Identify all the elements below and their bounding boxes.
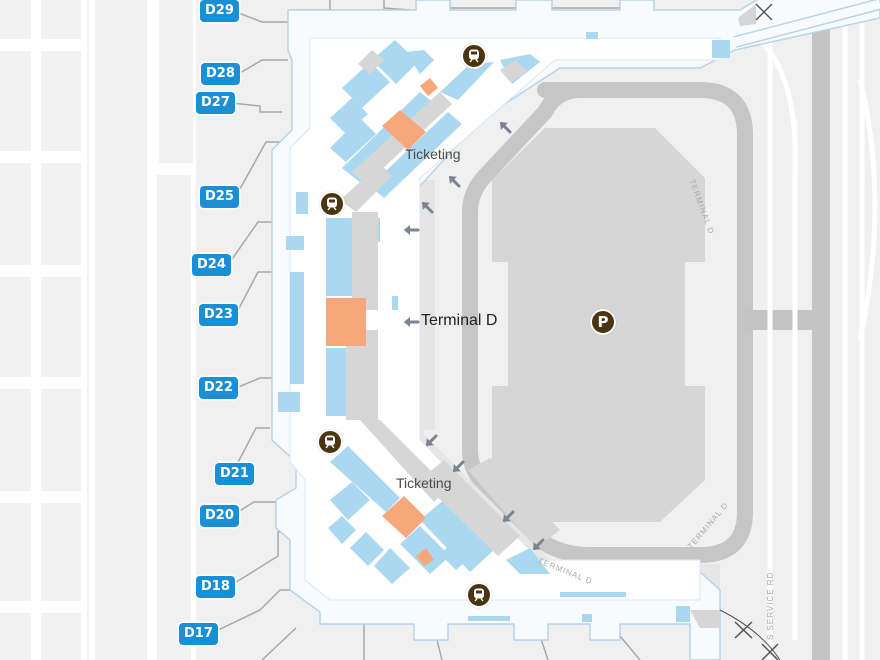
direction-arrows xyxy=(404,122,545,550)
skylink-train-west-upper[interactable] xyxy=(319,191,345,217)
garage-recess-left xyxy=(488,262,508,386)
skylink-track-south xyxy=(719,609,781,660)
train-icon xyxy=(325,435,335,449)
skylink-train-north[interactable] xyxy=(461,43,487,69)
label-terminal-d: Terminal D xyxy=(421,312,498,329)
gate-d18[interactable]: D18 xyxy=(196,576,235,598)
parking-poi[interactable]: P xyxy=(590,309,616,335)
gate-d17[interactable]: D17 xyxy=(179,623,218,645)
gate-d22[interactable]: D22 xyxy=(199,377,238,399)
highlight-areas[interactable] xyxy=(326,78,438,566)
road-label-service-rd: S SERVICE RD xyxy=(766,571,775,640)
freeway xyxy=(812,0,830,660)
parking-icon: P xyxy=(597,312,609,331)
gate-d27[interactable]: D27 xyxy=(196,92,235,114)
gate-d21[interactable]: D21 xyxy=(215,463,254,485)
rail-crossings xyxy=(734,3,779,660)
gate-d29[interactable]: D29 xyxy=(200,0,239,22)
jet-bridges xyxy=(213,0,641,660)
service-roads xyxy=(758,0,878,660)
gate-d25[interactable]: D25 xyxy=(200,186,239,208)
label-ticketing-north: Ticketing xyxy=(405,146,461,162)
train-icon xyxy=(327,197,337,211)
train-icon xyxy=(469,49,479,63)
back-of-house xyxy=(340,4,756,628)
gate-d28[interactable]: D28 xyxy=(201,63,240,85)
skylink-train-west-lower[interactable] xyxy=(317,429,343,455)
connector-road xyxy=(745,310,815,330)
gate-d24[interactable]: D24 xyxy=(192,254,231,276)
skylink-train-south[interactable] xyxy=(466,582,492,608)
gate-d20[interactable]: D20 xyxy=(200,505,239,527)
gate-d23[interactable]: D23 xyxy=(199,304,238,326)
train-icon xyxy=(474,588,484,602)
label-ticketing-south: Ticketing xyxy=(396,475,452,491)
city-blocks xyxy=(0,0,199,660)
